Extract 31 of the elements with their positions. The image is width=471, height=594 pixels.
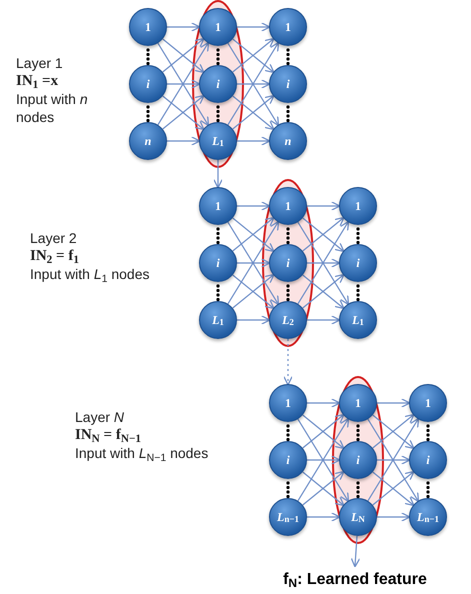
arrow	[237, 258, 270, 268]
arrow	[350, 536, 360, 568]
layer-text: Layer 1	[16, 54, 64, 72]
arrow	[237, 22, 270, 32]
arrow	[307, 201, 340, 211]
layer-text: Layer N	[75, 408, 126, 426]
arrow	[377, 512, 410, 522]
layer-text: Input with n nodes	[16, 90, 89, 126]
arrow	[167, 136, 200, 146]
equation-text: IN$_{N}$ = f$_{N−1}$	[75, 426, 142, 444]
arrow	[307, 398, 340, 408]
layer-text: Input with L$_{1}$ nodes	[30, 265, 151, 283]
arrow	[213, 160, 223, 188]
arrow	[237, 79, 270, 89]
arrow	[237, 315, 270, 325]
arrow	[307, 258, 340, 268]
layer-text: Layer 2	[30, 229, 78, 247]
arrow	[377, 398, 410, 408]
equation-text: IN$_{2}$ = f$_{1}$	[30, 247, 80, 265]
output-label: f$_{N}$: Learned feature	[283, 570, 427, 590]
layer-text: Input with L$_{N−1}$ nodes	[75, 444, 210, 462]
arrow	[307, 315, 340, 325]
arrow	[237, 136, 270, 146]
arrow	[283, 339, 293, 386]
arrow	[237, 201, 270, 211]
arrow	[377, 455, 410, 465]
arrow	[307, 512, 340, 522]
arrow	[307, 455, 340, 465]
arrow	[167, 79, 200, 89]
arrow	[167, 22, 200, 32]
equation-text: IN$_{1}$ =x	[16, 72, 60, 90]
